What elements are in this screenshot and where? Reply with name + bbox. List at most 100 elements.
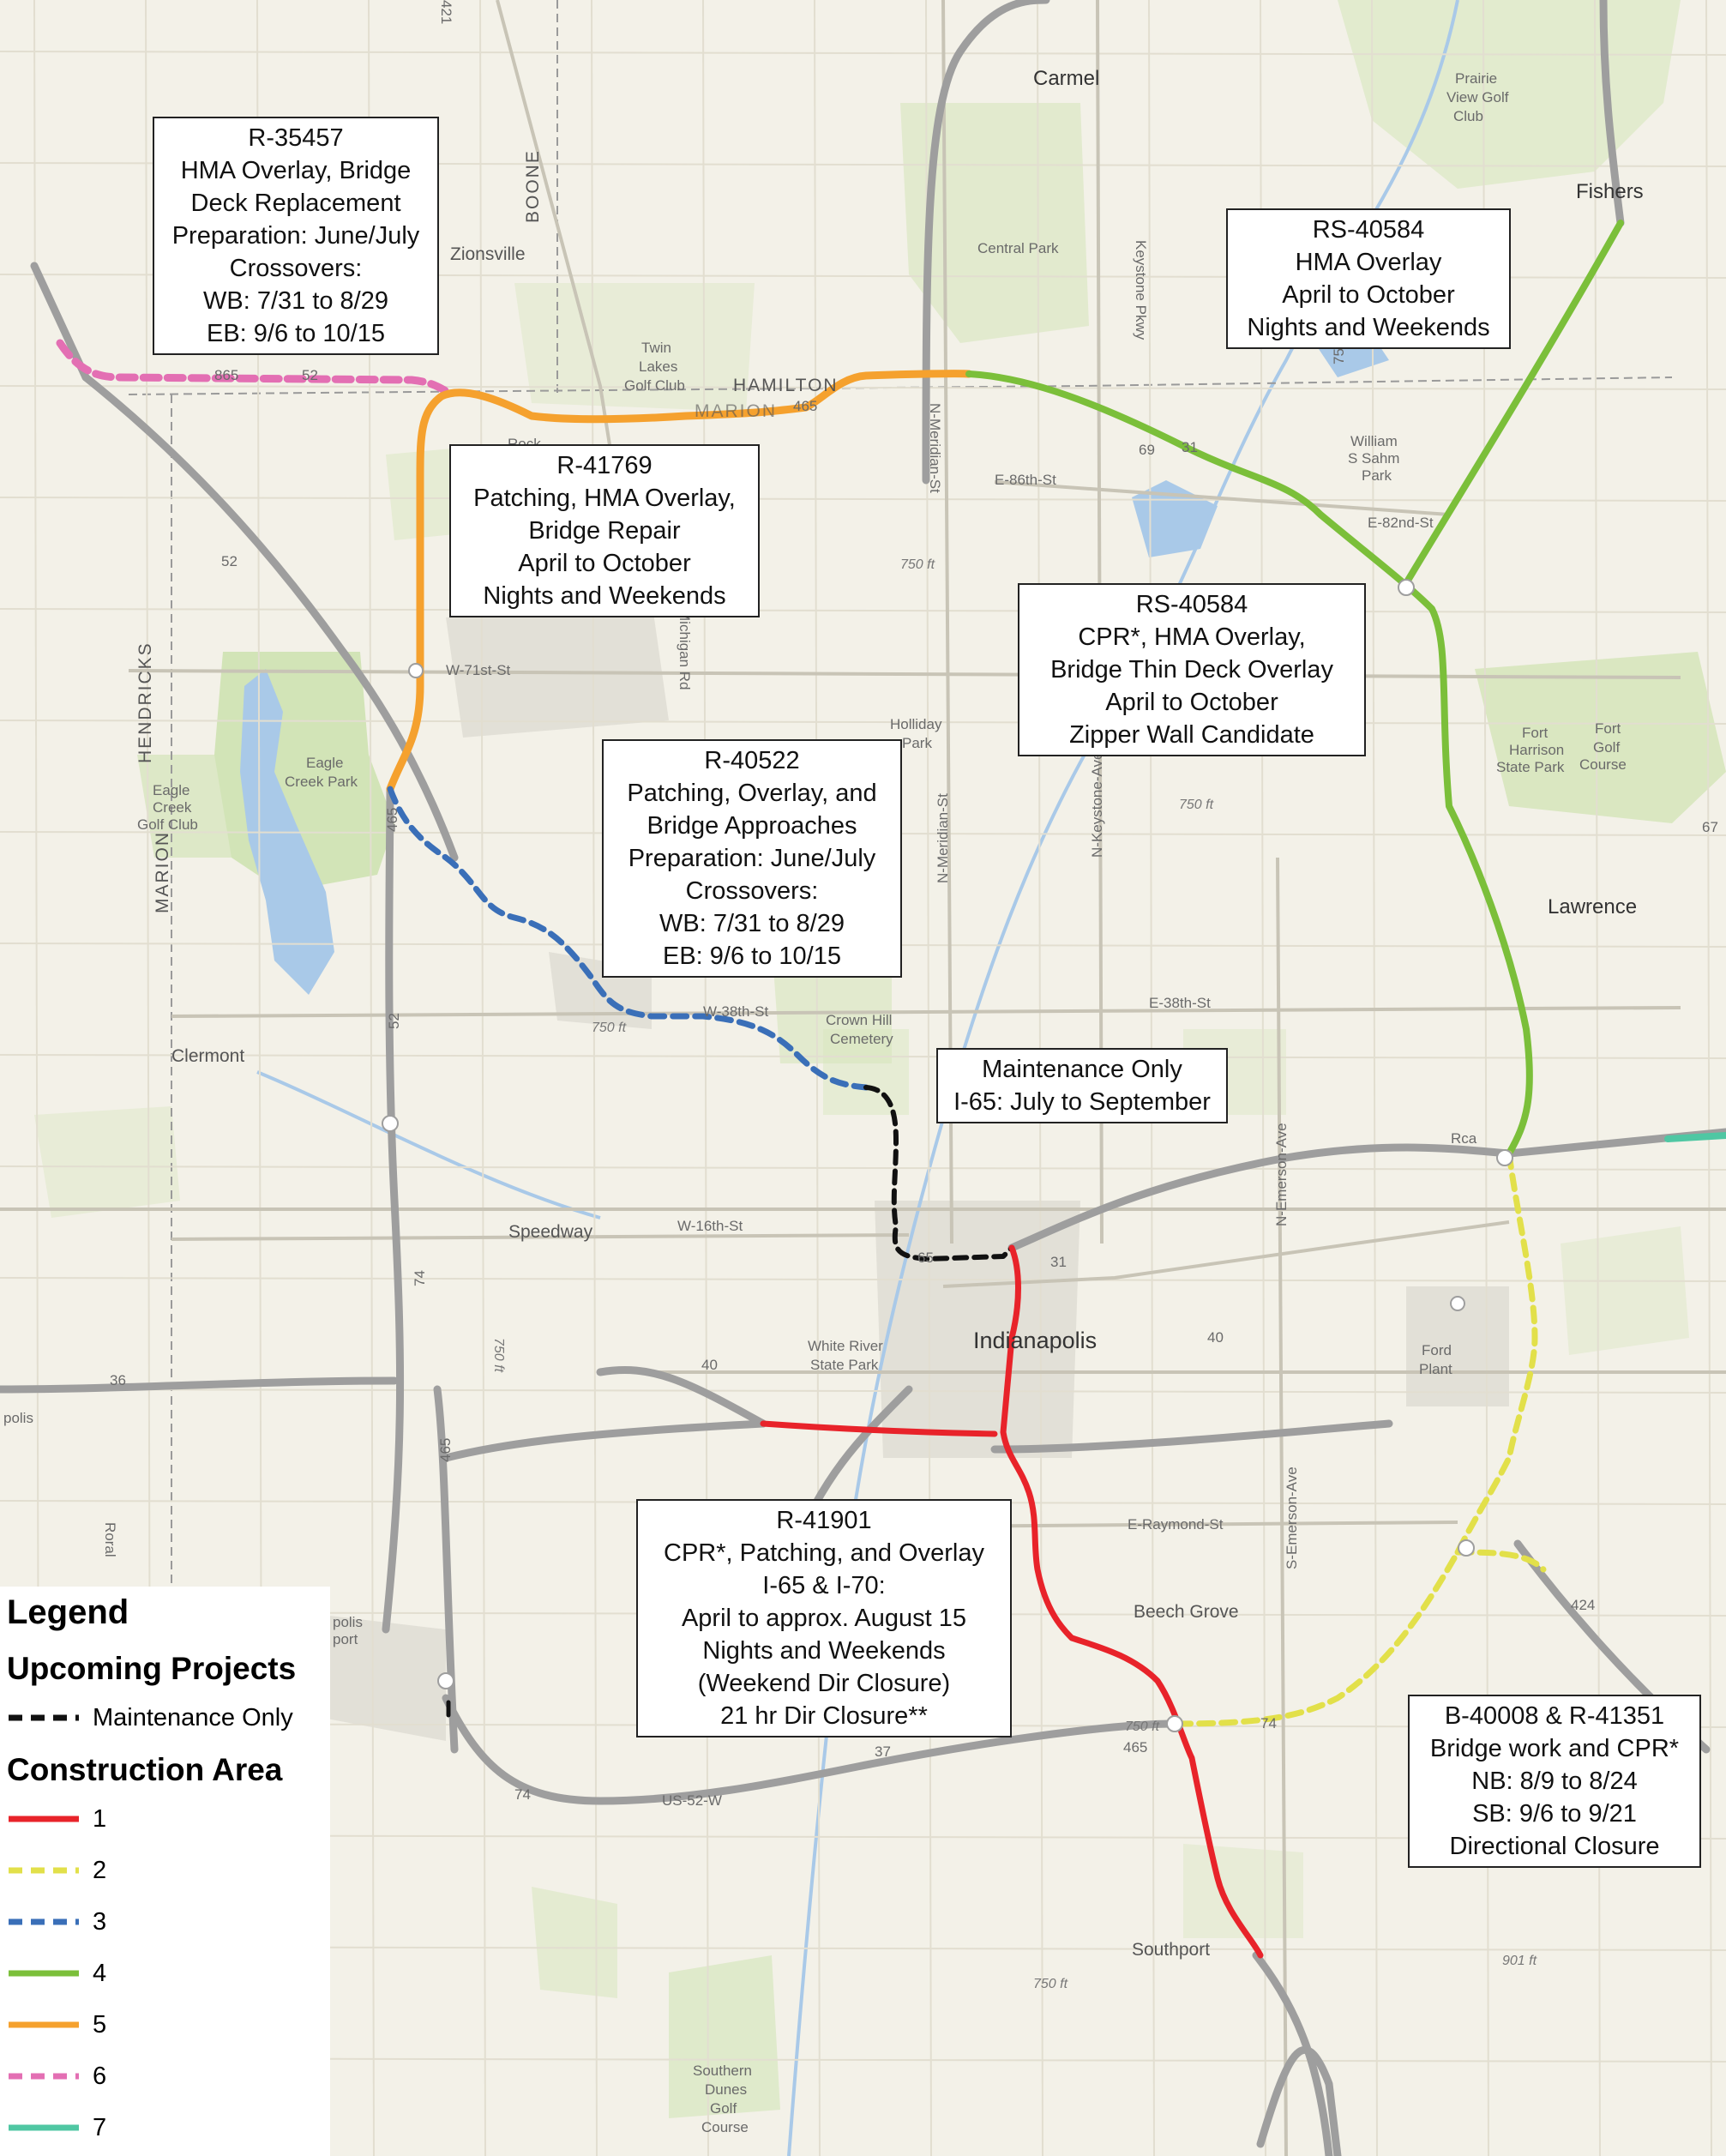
callout-line: Maintenance Only xyxy=(982,1056,1182,1083)
legend-label-maintenance: Maintenance Only xyxy=(93,1703,293,1731)
callout-line: EB: 9/6 to 10/15 xyxy=(663,942,841,970)
callout-line: Nights and Weekends xyxy=(483,582,726,610)
legend-label-6: 6 xyxy=(93,2062,107,2090)
place-lakes: Lakes xyxy=(639,358,678,375)
area-3-route xyxy=(387,786,869,1091)
road-raymond: E-Raymond-St xyxy=(1128,1516,1224,1533)
area-6-route xyxy=(56,339,450,395)
route-52-a: 52 xyxy=(221,553,238,569)
elevation-750-d: 750 ft xyxy=(1125,1719,1160,1734)
place-holliday: Holliday xyxy=(890,716,942,732)
grid-line xyxy=(0,385,1726,390)
grid-line xyxy=(1705,0,1712,2156)
callout-line: Deck Replacement xyxy=(190,190,401,217)
callout-line: HMA Overlay xyxy=(1295,249,1442,276)
callout-line: April to October xyxy=(1282,281,1455,309)
callout-line: Bridge Thin Deck Overlay xyxy=(1050,656,1333,684)
place-lawrence: Lawrence xyxy=(1548,895,1638,918)
route-424: 424 xyxy=(1571,1597,1596,1613)
place-crownhill2: Cemetery xyxy=(830,1031,893,1047)
elevation-750-c: 750 ft xyxy=(592,1021,627,1035)
route-31: 31 xyxy=(1182,439,1198,455)
legend-construction-heading: Construction Area xyxy=(7,1752,283,1787)
callout-line: R-41769 xyxy=(556,452,653,479)
area-4-route xyxy=(965,370,1533,1157)
legend-item-6: 6 xyxy=(5,2051,325,2102)
road-e86: E-86th-St xyxy=(995,472,1056,488)
legend-swatch-6 xyxy=(9,2073,79,2080)
area-5-route xyxy=(386,370,973,793)
callout-line: I-65: July to September xyxy=(953,1088,1211,1116)
legend-swatch-3 xyxy=(9,1918,79,1925)
place-park: Park xyxy=(1362,467,1392,484)
elevation-750-a: 750 ft xyxy=(900,557,935,572)
legend-swatch-7 xyxy=(9,2124,79,2131)
place-fortgolf2: Golf xyxy=(1593,739,1621,756)
legend: Legend Upcoming Projects Maintenance Onl… xyxy=(0,1587,330,2156)
legend-label-7: 7 xyxy=(93,2113,107,2141)
route-37: 37 xyxy=(875,1743,891,1760)
place-polisport-2: port xyxy=(333,1631,358,1647)
callout-line: Preparation: June/July xyxy=(171,222,420,250)
place-whiteriver1: White River xyxy=(808,1338,883,1354)
route-465-b: 465 xyxy=(793,398,818,414)
place-club: Club xyxy=(1453,108,1483,124)
grid-line xyxy=(368,0,375,2156)
grid-line xyxy=(0,51,1726,56)
place-southerndunes1: Southern xyxy=(693,2063,752,2079)
place-southerndunes2: Dunes xyxy=(705,2081,748,2098)
callout-line: SB: 9/6 to 9/21 xyxy=(1472,1800,1637,1828)
callout-line: Nights and Weekends xyxy=(702,1637,946,1665)
route-52-b: 52 xyxy=(302,367,318,383)
legend-swatch-5 xyxy=(9,2021,79,2028)
elevation-750-b: 750 ft xyxy=(1179,798,1214,812)
callout-line: R-41901 xyxy=(776,1507,872,1534)
callout-line: RS-40584 xyxy=(1312,216,1425,244)
callout-line: I-65 & I-70: xyxy=(762,1572,886,1599)
callout-line: NB: 8/9 to 8/24 xyxy=(1471,1768,1638,1795)
callout-line: HMA Overlay, Bridge xyxy=(180,157,412,184)
area-4-route-fishers xyxy=(1403,220,1624,587)
place-fortharrison1: Fort xyxy=(1522,725,1549,741)
county-hamilton: HAMILTON xyxy=(733,376,839,395)
grid-line xyxy=(0,1277,1726,1282)
callout-line: Preparation: June/July xyxy=(628,845,876,872)
route-69: 69 xyxy=(1139,442,1155,458)
road-keystonepkwy: Keystone Pkwy xyxy=(1133,240,1149,340)
legend-label-4: 4 xyxy=(93,1959,107,1987)
legend-swatch-maintenance xyxy=(9,1714,79,1721)
road-nemerson: N-Emerson-Ave xyxy=(1273,1123,1290,1226)
callout-line: Directional Closure xyxy=(1449,1833,1660,1860)
callout-line: Nights and Weekends xyxy=(1247,314,1490,341)
place-polis: polis xyxy=(3,1410,33,1426)
road-w38: W-38th-St xyxy=(703,1003,769,1020)
elevation-750-f: 750 ft xyxy=(491,1338,506,1373)
place-eagle: Eagle xyxy=(306,755,344,771)
place-viewgolf: View Golf xyxy=(1446,89,1509,105)
route-36: 36 xyxy=(110,1372,126,1388)
legend-swatch-2 xyxy=(9,1867,79,1874)
route-31-b: 31 xyxy=(1050,1254,1067,1270)
callout-line: April to October xyxy=(1105,689,1278,716)
route-40-b: 40 xyxy=(701,1357,718,1373)
elevation-901: 901 ft xyxy=(1502,1954,1537,1968)
callout-line: Bridge work and CPR* xyxy=(1429,1735,1680,1762)
legend-label-1: 1 xyxy=(93,1804,107,1833)
route-465-d: 465 xyxy=(1123,1739,1148,1756)
callout-line: Patching, Overlay, and xyxy=(627,780,877,807)
road-nmeridian: N-Meridian-St xyxy=(927,403,943,493)
callout-line: Bridge Repair xyxy=(528,517,681,545)
place-eaglecreek2: Creek xyxy=(153,799,192,816)
route-74-c: 74 xyxy=(1260,1715,1277,1731)
callout-line: (Weekend Dir Closure) xyxy=(697,1670,951,1697)
route-421: 421 xyxy=(438,0,454,25)
